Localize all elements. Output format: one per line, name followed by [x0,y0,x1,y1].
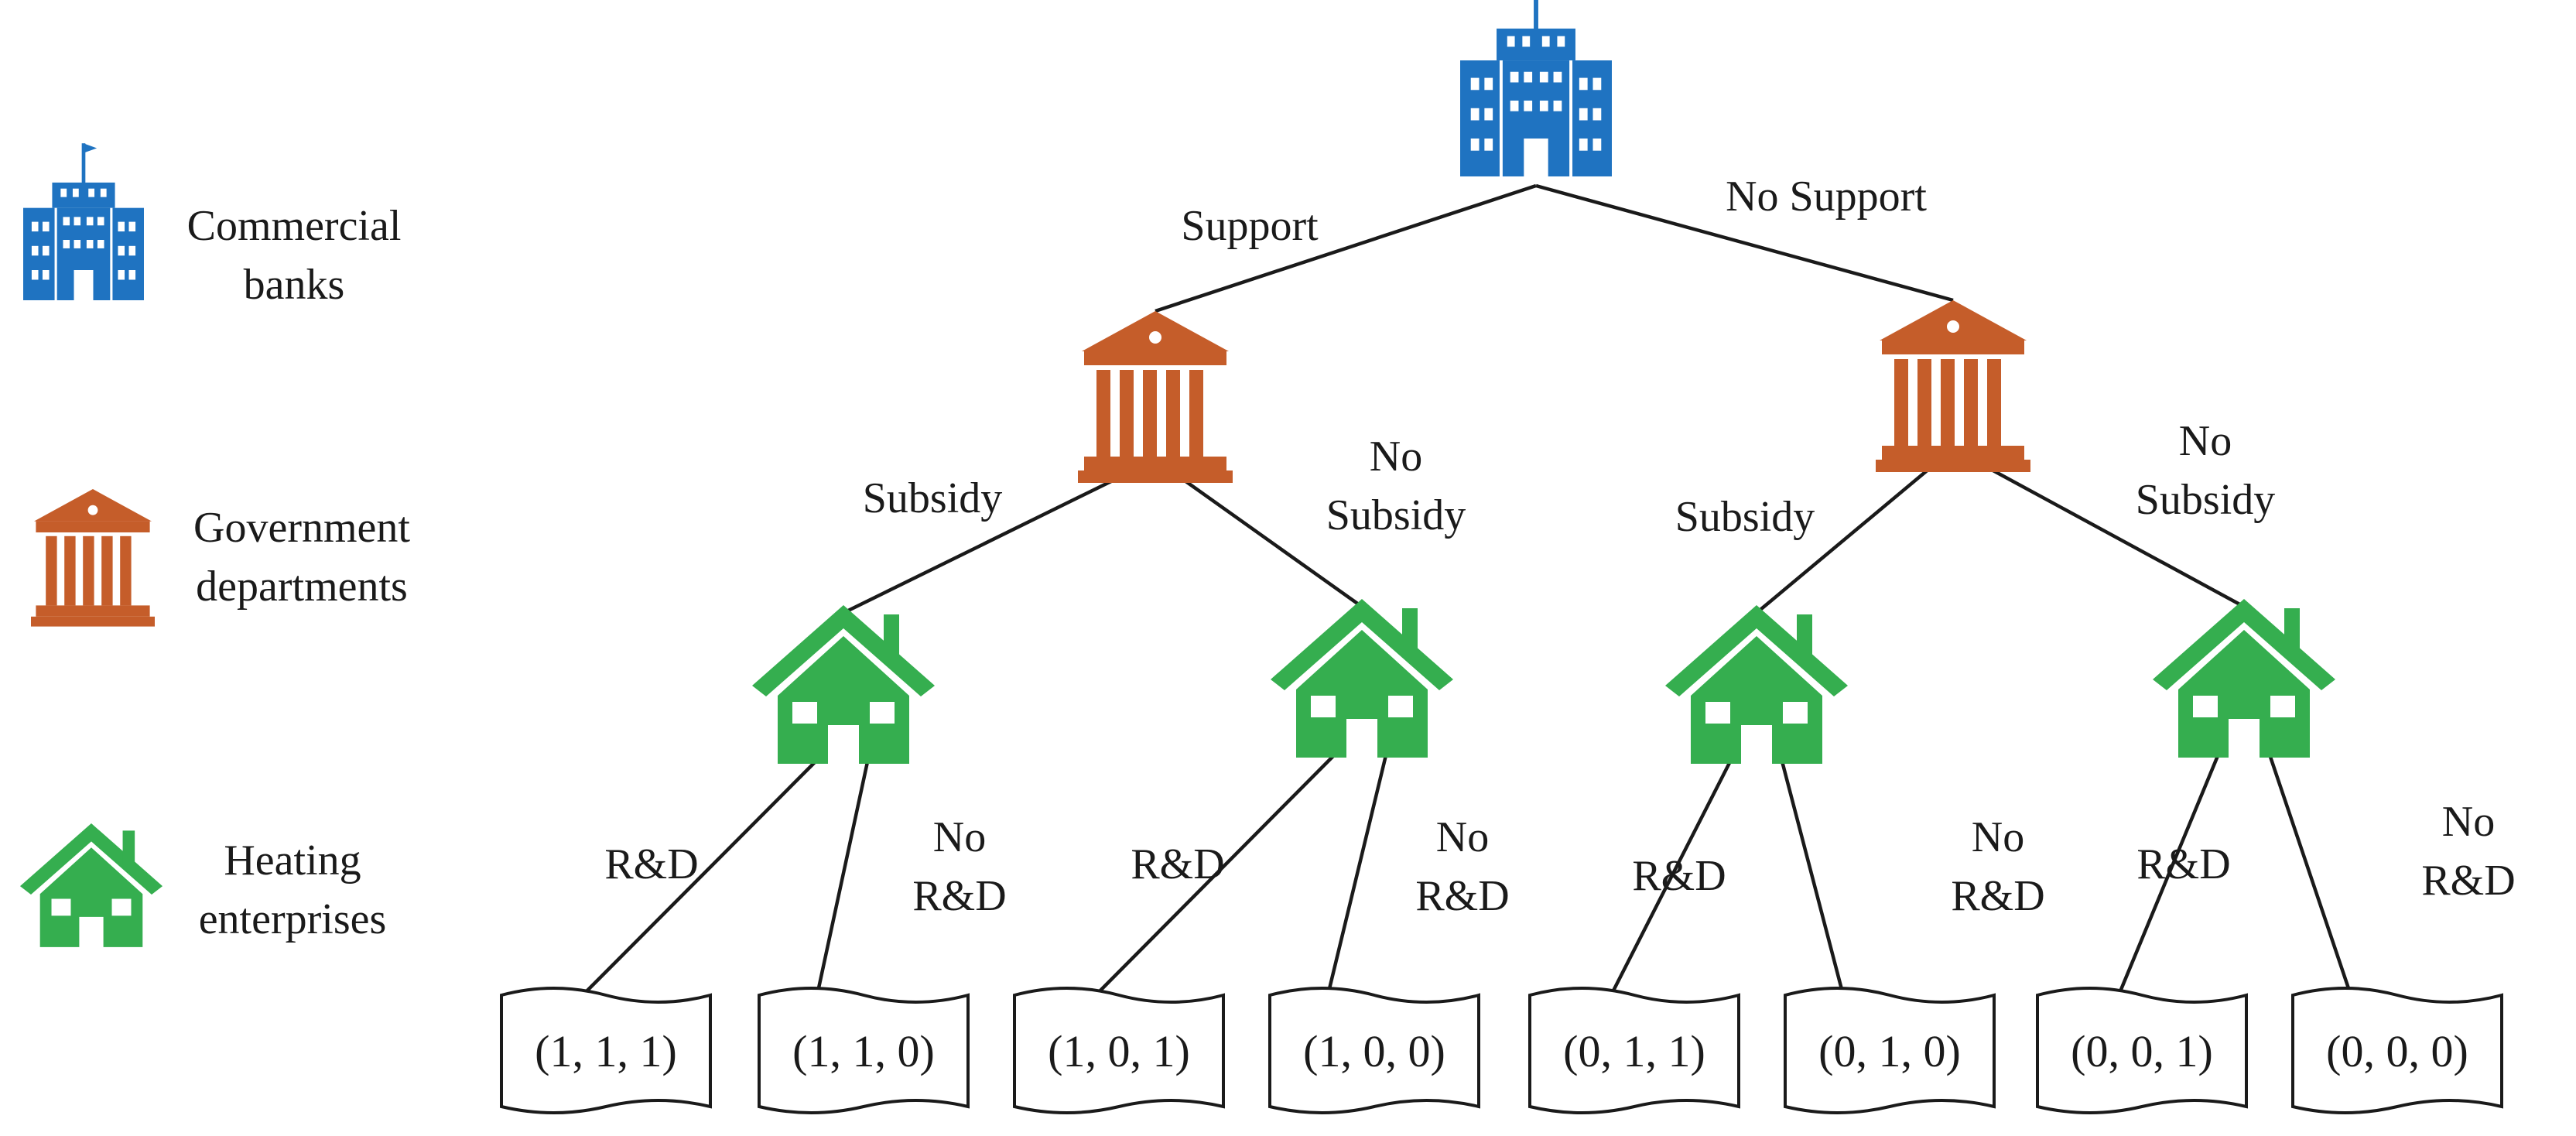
edge-label-rd-2: R&D [1131,840,1224,888]
payoff-label: (0, 0, 0) [2326,1026,2468,1076]
edge-label-subsidy-1: Subsidy [863,474,1003,522]
edge-enterprise-2-no-rd [1326,751,1389,996]
edge-enterprise-4-no-rd [2266,751,2353,996]
payoff-box-outline [2036,987,2248,1114]
payoff-label: (1, 0, 0) [1303,1026,1445,1076]
payoff-box: (1, 1, 0) [758,987,970,1114]
payoff-box: (1, 0, 0) [1268,987,1480,1114]
edge-government-2-to-enterprise-1 [1755,447,1955,614]
edge-enterprise-2-rd [1094,751,1339,997]
edge-bank-to-government-2 [1535,183,1954,303]
payoff-box-outline [1268,987,1480,1114]
edge-enterprise-1-rd [581,757,820,997]
payoff-label: (0, 1, 0) [1818,1026,1961,1076]
payoff-label: (0, 0, 1) [2071,1026,2213,1076]
edge-enterprise-3-rd [1609,757,1734,997]
payoff-box-outline [500,987,712,1114]
payoff-box: (0, 1, 1) [1528,987,1740,1114]
edge-label-rd-4: R&D [2136,840,2230,888]
payoff-label: (1, 1, 1) [535,1026,677,1076]
payoff-box-outline [758,987,970,1114]
payoff-box-outline [1784,987,1996,1114]
payoff-box-outline [1528,987,1740,1114]
payoff-box: (1, 1, 1) [500,987,712,1114]
edge-enterprise-1-no-rd [815,758,871,996]
root-bank-icon [1460,0,1612,177]
edge-government-1-to-enterprise-2 [1154,458,1363,608]
payoff-box-outline [2291,987,2503,1114]
enterprise-node-icon-3 [1665,605,1848,764]
edge-enterprise-4-rd [2116,751,2222,996]
edge-label-no-support: No Support [1726,173,1927,221]
legend-government-icon [31,489,155,627]
edge-label-support: Support [1181,202,1319,250]
enterprise-node-icon-4 [2153,599,2335,758]
government-node-icon-1 [1078,311,1233,483]
legend-enterprise-icon [19,823,163,947]
legend-bank-icon [23,143,145,300]
payoff-box: (1, 0, 1) [1013,987,1225,1114]
payoff-label: (1, 1, 0) [792,1026,935,1076]
payoff-box-outline [1013,987,1225,1114]
edge-enterprise-3-no-rd [1779,758,1846,996]
enterprise-node-icon-2 [1271,599,1453,758]
edge-bank-to-government-1 [1155,183,1537,313]
edge-label-subsidy-2: Subsidy [1675,493,1815,541]
edge-government-2-to-enterprise-2 [1952,447,2246,608]
edge-government-1-to-enterprise-1 [843,457,1156,615]
payoff-label: (1, 0, 1) [1048,1026,1190,1076]
edge-label-rd-3: R&D [1632,852,1726,900]
edge-label-rd-1: R&D [604,840,698,888]
government-node-icon-2 [1876,300,2030,472]
payoff-box: (0, 0, 0) [2291,987,2503,1114]
payoff-box: (0, 0, 1) [2036,987,2248,1114]
payoff-box: (0, 1, 0) [1784,987,1996,1114]
payoff-label: (0, 1, 1) [1563,1026,1705,1076]
enterprise-node-icon-1 [752,605,935,764]
